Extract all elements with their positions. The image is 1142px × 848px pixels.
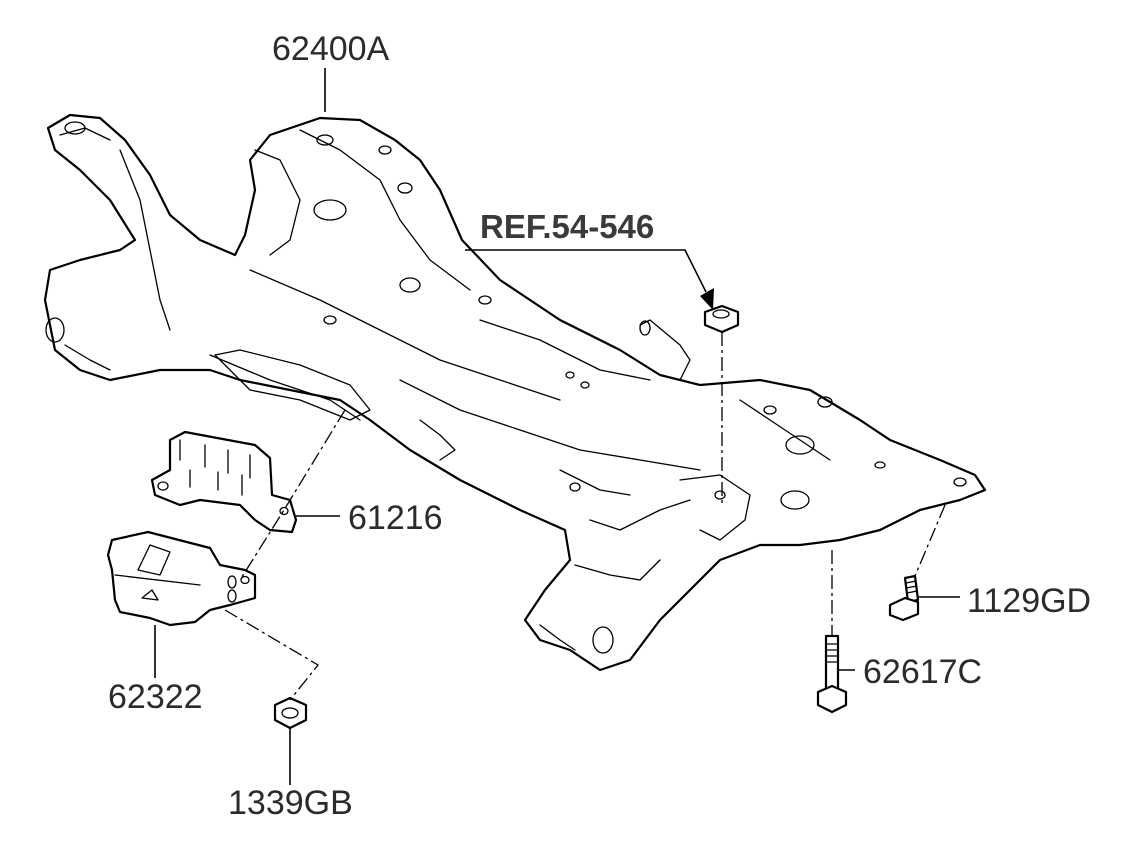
callout-62322: 62322	[108, 678, 203, 716]
ref-nut-drawing	[703, 304, 740, 334]
bolt-62617c-drawing	[816, 634, 848, 714]
bracket-drawing	[150, 430, 298, 534]
centerline-nut	[224, 609, 319, 701]
bolt-1129gd-drawing	[888, 574, 920, 622]
stopper-drawing	[106, 530, 257, 627]
callout-1339gb: 1339GB	[228, 784, 353, 822]
callout-62400a: 62400A	[272, 30, 390, 68]
callout-1129gd: 1129GD	[967, 582, 1092, 620]
callout-62617c: 62617C	[863, 653, 983, 691]
callout-ref: REF.54-546	[480, 208, 655, 245]
centerline-bolt-small	[914, 504, 946, 577]
ref-arrowhead	[700, 288, 714, 310]
leader-ref	[465, 249, 707, 293]
nut-1339gb-drawing	[273, 696, 308, 730]
crossmember-drawing	[43, 113, 987, 672]
callout-61216: 61216	[348, 499, 443, 537]
